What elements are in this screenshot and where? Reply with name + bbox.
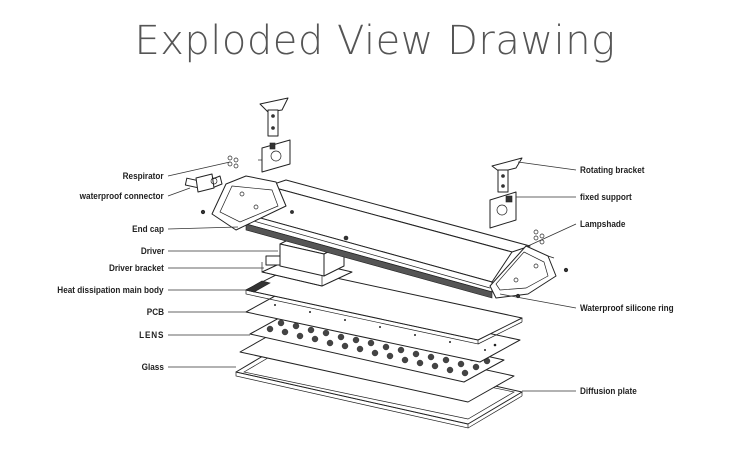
label-driver-bracket: Driver bracket bbox=[109, 263, 164, 274]
label-heat-dissipation-main-body: Heat dissipation main body bbox=[57, 285, 164, 296]
label-waterproof-connector: waterproof connector bbox=[80, 191, 164, 202]
label-lampshade: Lampshade bbox=[580, 219, 626, 230]
label-lens: LENS bbox=[138, 330, 164, 341]
label-glass: Glass bbox=[141, 362, 164, 373]
pcb-part bbox=[245, 289, 521, 363]
label-pcb: PCB bbox=[146, 307, 164, 318]
label-rotating-bracket: Rotating bracket bbox=[580, 165, 645, 176]
label-waterproof-silicone-ring: Waterproof silicone ring bbox=[580, 303, 674, 314]
left-bracket-part bbox=[258, 97, 291, 173]
label-end-cap: End cap bbox=[132, 224, 164, 235]
main-body-part bbox=[245, 179, 531, 299]
right-bracket-part bbox=[489, 157, 523, 229]
label-respirator: Respirator bbox=[123, 171, 164, 182]
label-diffusion-plate: Diffusion plate bbox=[580, 386, 637, 397]
label-fixed-support: fixed support bbox=[580, 192, 632, 203]
label-driver: Driver bbox=[140, 246, 164, 257]
leader-lines bbox=[167, 161, 577, 392]
left-end-cap-part bbox=[211, 175, 287, 231]
page-title: Exploded View Drawing bbox=[134, 18, 616, 64]
